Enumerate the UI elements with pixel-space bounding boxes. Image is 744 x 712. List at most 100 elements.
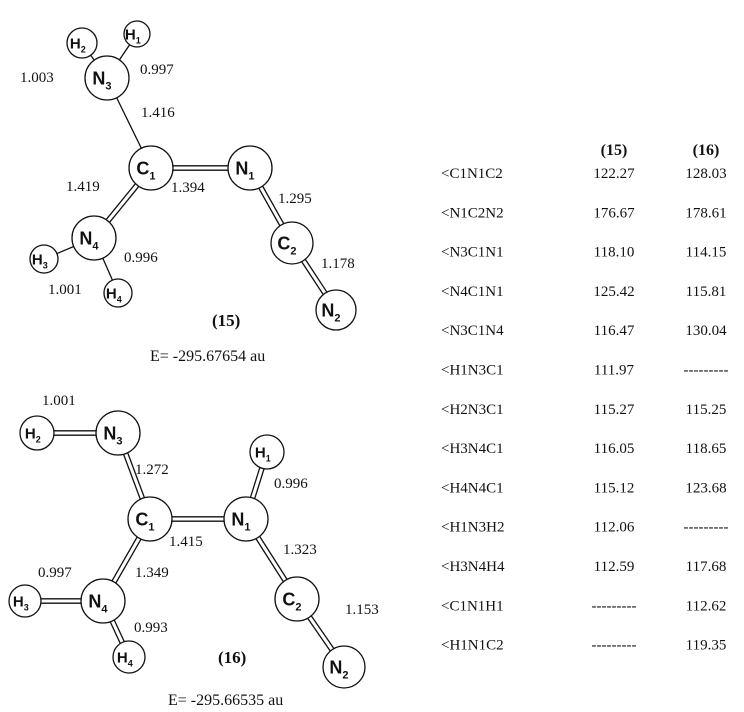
bond-length-label: 1.001 [48,282,82,298]
angle-value-15: 176.67 [593,205,635,221]
angle-name: <H1N1C2 [441,638,504,654]
angle-value-16: --------- [684,363,729,379]
bond-N4-H4 [102,257,113,281]
atom-circle [223,496,269,542]
bond-line [258,187,281,227]
angle-name: <H1N3H2 [441,520,504,536]
atom-subscript: 2 [295,602,301,614]
angle-name: <H4N4C1 [441,480,504,496]
bond-H2-N3 [54,430,96,436]
bond-N1-C2 [258,185,285,227]
angle-name: <H2N3C1 [441,402,504,418]
compound-label: (15) [212,311,240,330]
bond-length-label: 1.272 [135,462,169,478]
atom-subscript: 1 [148,522,154,534]
angle-value-16: 115.81 [686,284,727,300]
energy-label: E= -295.67654 au [150,348,265,365]
bond-line [115,538,142,584]
bond-line [118,44,131,61]
bond-length-label: 1.323 [283,542,317,558]
angle-name: <C1N1C2 [441,166,503,182]
atom-circle [322,645,366,689]
atom-subscript: 2 [290,246,296,258]
bond-line [102,257,113,281]
bond-line [123,454,141,500]
atom-C1: C1 [127,496,173,542]
atom-subscript: 4 [92,241,99,253]
atom-N2: N2 [315,289,357,331]
angle-value-15: --------- [592,598,637,614]
atom-circle [249,434,285,470]
angle-name: <N4C1N1 [441,284,504,300]
angle-value-15: 111.97 [594,363,635,379]
bond-C1-N1 [173,165,228,171]
bond-line [310,615,335,649]
angle-value-15: --------- [592,638,637,654]
bond-length-label: 0.997 [140,62,174,78]
bond-line [90,54,95,61]
atom-circle [80,578,126,624]
table-row: <N1C2N2 176.67 178.61 [441,205,727,221]
atom-circle [112,640,146,674]
atom-H3: H3 [8,584,42,618]
atom-circle [29,244,59,274]
angle-value-16: 123.68 [685,480,726,496]
atom-circle [274,576,320,622]
bond-line [307,617,331,652]
bond-line [262,185,285,224]
atom-subscript: 2 [36,435,41,445]
atom-N3: N3 [84,55,130,101]
angle-value-16: 115.25 [686,402,727,418]
bond-C1-N4 [111,536,142,584]
atom-circle [315,289,357,331]
angle-value-16: 178.61 [685,205,726,221]
angle-value-15: 122.27 [593,166,635,182]
atom-subscript: 1 [248,171,254,183]
bond-N4-H4 [109,619,125,644]
bond-N4-H3 [56,245,74,255]
energy-label: E= -295.66535 au [168,692,283,709]
bond-C2-N2 [307,615,335,652]
angle-value-15: 112.59 [594,559,635,575]
bond-line [127,452,145,498]
atom-subscript: 1 [244,522,250,534]
atom-N3: N3 [95,410,141,456]
bonds-15 [56,44,328,295]
angle-name: <H3N4H4 [441,559,505,575]
bonds-16 [41,430,335,652]
bond-line [301,261,324,295]
angle-name: <N1C2N2 [441,205,504,221]
atom-circle [103,278,133,308]
bond-line [109,621,121,644]
atom-circle [127,496,173,542]
bond-line [255,538,284,582]
atom-circle [123,20,151,48]
angle-name: <C1N1H1 [441,598,504,614]
angle-value-16: 117.68 [686,559,727,575]
angle-value-15: 116.05 [594,441,635,457]
atom-subscript: 1 [149,171,155,183]
atom-subscript: 3 [24,603,29,613]
bond-line [249,467,261,498]
bond-line [304,258,328,293]
table-row: <H1N1C2 --------- 119.35 [441,638,726,654]
angle-name: <H3N4C1 [441,441,504,457]
angle-value-16: 119.35 [686,638,727,654]
bond-line [113,619,125,642]
atom-circle [19,415,55,451]
table-header-16: (16) [693,142,720,159]
bond-N3-C1 [123,452,145,500]
table-row: <H3N4H4 112.59 117.68 [441,559,726,575]
atom-H3: H3 [29,244,59,274]
bond-H1-N3 [118,44,131,61]
bond-length-label: 1.394 [171,180,205,196]
bond-length-label: 1.419 [66,179,100,195]
